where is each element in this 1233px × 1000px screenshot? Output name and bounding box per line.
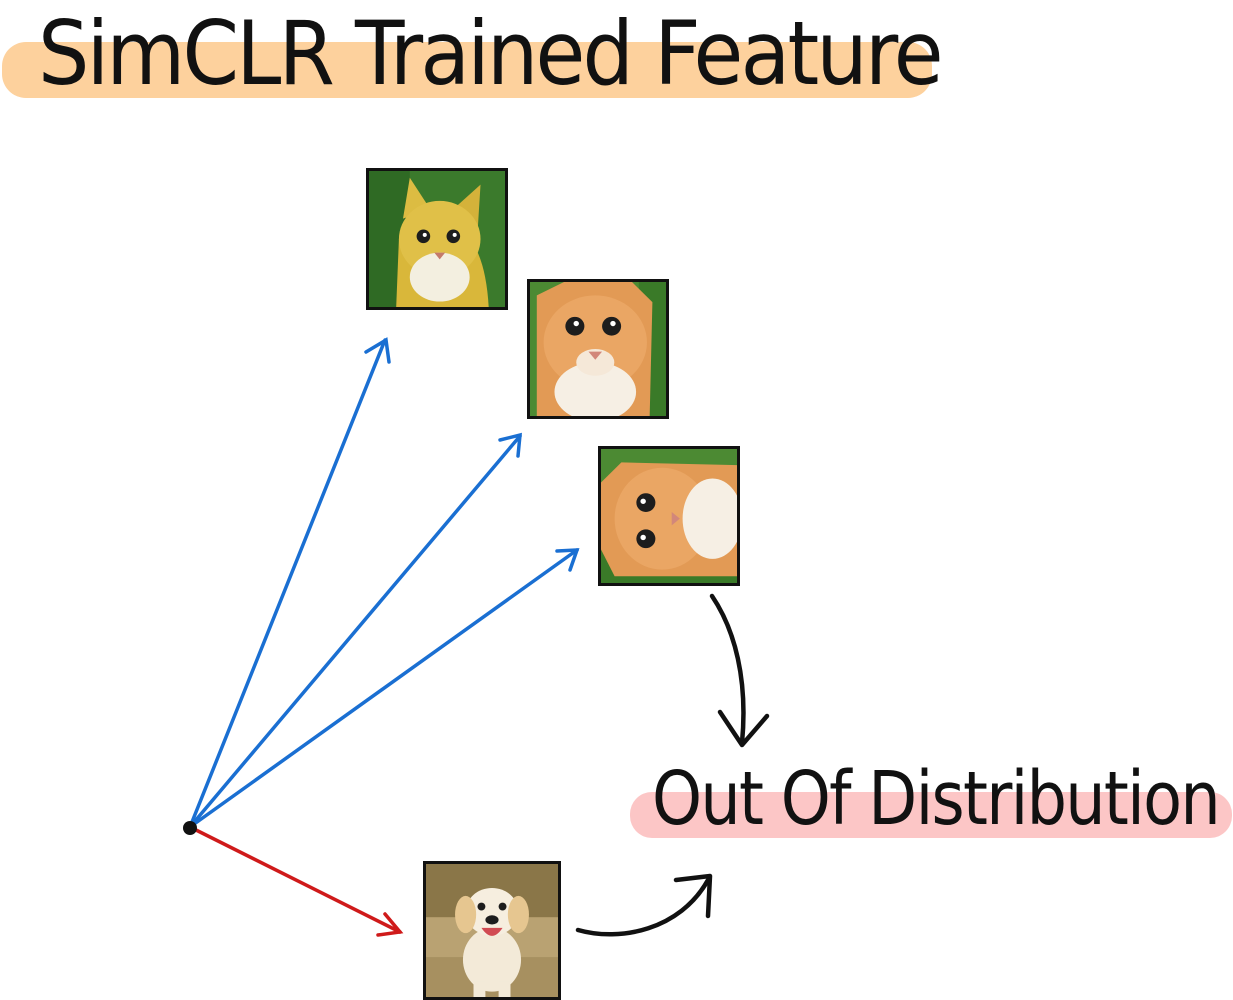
ood-label-highlight <box>630 792 1232 838</box>
annotation-arrow-rotated-cat <box>709 593 770 748</box>
feature-origin-point <box>183 821 197 835</box>
ood-label: Out Of Distribution <box>652 756 1221 842</box>
thumbnail-cat-rotated <box>598 446 740 586</box>
diagram-title: SimCLR Trained Feature <box>38 2 944 105</box>
feature-arrow-cat-3 <box>188 548 580 829</box>
feature-arrow-dog <box>188 825 404 937</box>
thumbnail-cat-original <box>366 168 508 310</box>
feature-arrow-cat-2 <box>188 432 522 829</box>
cat-image <box>530 282 666 416</box>
cat-image <box>369 171 505 307</box>
dog-image <box>426 864 558 997</box>
feature-arrow-cat-1 <box>188 337 391 829</box>
annotation-arrow-dog <box>575 873 713 937</box>
title-highlight <box>2 42 932 98</box>
thumbnail-cat-crop <box>527 279 669 419</box>
cat-image <box>601 449 737 583</box>
thumbnail-dog <box>423 861 561 1000</box>
